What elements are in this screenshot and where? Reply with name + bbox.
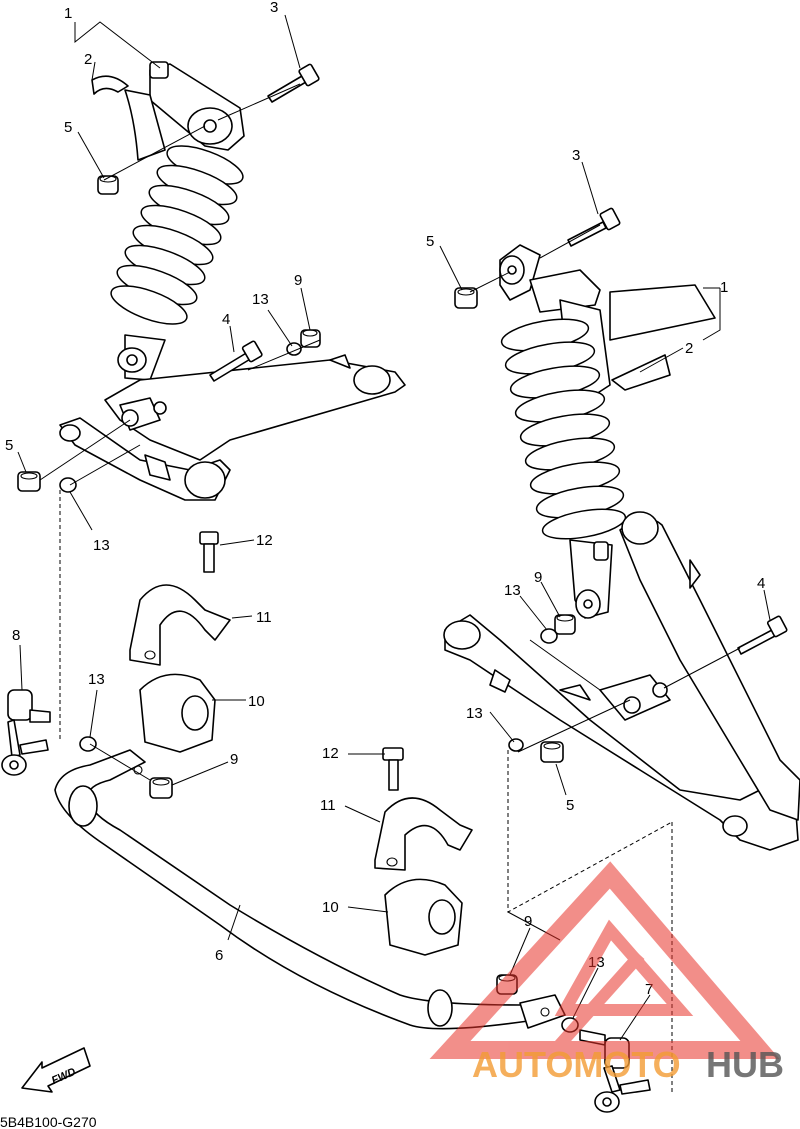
callout-1-right: 1: [720, 279, 728, 296]
watermark-text-automoto: AUTOMOTO: [472, 1044, 681, 1085]
right-shock-absorber: [499, 244, 716, 619]
left-bush-10: [139, 673, 216, 753]
right-bolt-12: [382, 747, 404, 791]
callout-12-left: 12: [256, 532, 273, 549]
callout-13-left-link: 13: [88, 671, 105, 688]
right-a-arm: [443, 511, 800, 851]
callout-13-right-top: 13: [504, 582, 521, 599]
left-holder-11: [129, 584, 231, 666]
right-spring: [500, 318, 627, 540]
callout-13-left-top: 13: [252, 291, 269, 308]
callout-10-right: 10: [322, 899, 339, 916]
callout-4-left: 4: [222, 311, 230, 328]
callout-4-right: 4: [757, 575, 765, 592]
right-arm-washer-nut: [540, 614, 576, 644]
right-upper-bolt: [567, 207, 621, 247]
left-link-washer: [79, 736, 97, 752]
right-holder-11: [374, 797, 473, 871]
left-shock-absorber: [91, 61, 245, 381]
callout-5-left-arm: 5: [5, 437, 13, 454]
callout-2-right: 2: [685, 340, 693, 357]
right-upper-nut: [454, 287, 478, 309]
left-arm-bolt: [209, 340, 263, 382]
callout-10-left: 10: [248, 693, 265, 710]
callout-13-right-arm: 13: [466, 705, 483, 722]
left-link-8: [1, 689, 51, 776]
watermark-text: AUTOMOTO HUB: [472, 1044, 784, 1085]
callout-9-right-link: 9: [524, 913, 532, 930]
fwd-arrow-icon: FWD: [21, 1047, 91, 1093]
callout-8: 8: [12, 627, 20, 644]
callout-13-left-arm: 13: [93, 537, 110, 554]
watermark-logo: [429, 861, 780, 1059]
callout-3-left: 3: [270, 0, 278, 16]
callout-1-left: 1: [64, 5, 72, 22]
callout-9-left-link: 9: [230, 751, 238, 768]
callout-labels: 1 2 3 5 4 13 9 5 13 12 11 8 13 10 9 3 5 …: [5, 0, 765, 998]
left-upper-bolt: [267, 63, 320, 103]
left-bolt-12: [199, 531, 219, 573]
right-bush-10: [384, 878, 463, 956]
left-arm-nut-washer: [17, 471, 77, 493]
callout-7: 7: [645, 981, 653, 998]
left-link-nut: [149, 777, 173, 799]
callout-2-left: 2: [84, 51, 92, 68]
right-arm-bolt: [737, 615, 788, 655]
callout-11-left: 11: [256, 609, 272, 626]
callout-5-right-top: 5: [426, 233, 434, 250]
left-upper-nut: [97, 175, 119, 195]
callout-11-right: 11: [320, 797, 336, 814]
right-arm-nut-washer: [508, 738, 564, 763]
callout-9-right-top: 9: [534, 569, 542, 586]
left-a-arm: [59, 354, 406, 501]
stabilizer-bar: [54, 749, 566, 1030]
diagram-code: 5B4B100-G270: [0, 1114, 97, 1129]
left-spring: [110, 145, 244, 325]
callout-12-right: 12: [322, 745, 339, 762]
watermark-text-hub: HUB: [706, 1044, 784, 1085]
callout-3-right: 3: [572, 147, 580, 164]
callout-6: 6: [215, 947, 223, 964]
callout-5-right-arm: 5: [566, 797, 574, 814]
callout-5-left-top: 5: [64, 119, 72, 136]
callout-9-left-top: 9: [294, 272, 302, 289]
